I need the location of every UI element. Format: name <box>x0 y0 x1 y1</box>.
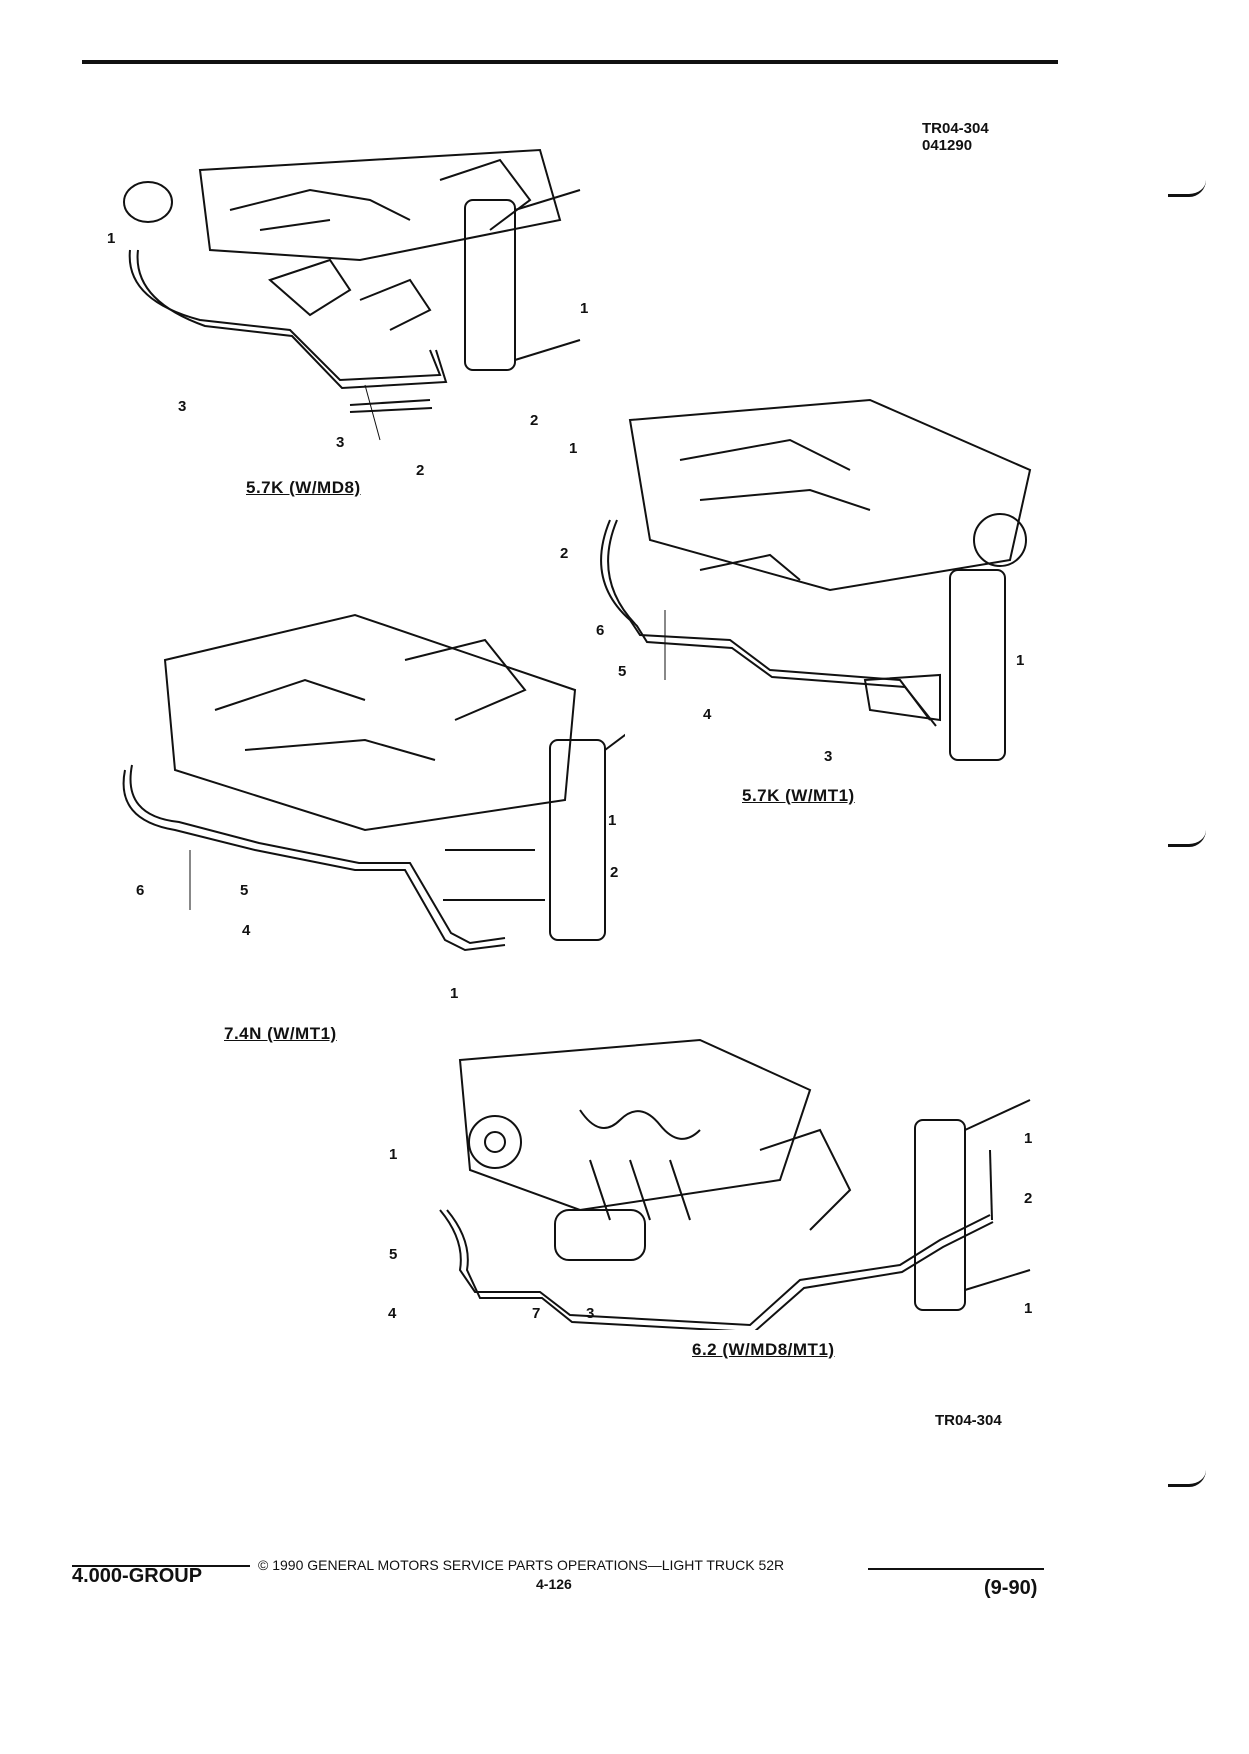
figure-5-7k-md8 <box>110 140 590 480</box>
callout-6: 6 <box>136 882 145 899</box>
callout-5: 5 <box>240 882 249 899</box>
callout-1: 1 <box>1016 652 1025 669</box>
callout-6: 6 <box>596 622 605 639</box>
callout-5: 5 <box>389 1246 398 1263</box>
callout-1: 1 <box>1024 1130 1033 1147</box>
figure-7-4n-mt1 <box>105 600 646 970</box>
figure-date-code: 041290 <box>922 137 973 154</box>
callout-1: 1 <box>107 230 116 247</box>
callout-4: 4 <box>388 1305 397 1322</box>
callout-7: 7 <box>532 1305 541 1322</box>
figure-caption: 6.2 (W/MD8/MT1) <box>692 1340 835 1359</box>
callout-1: 1 <box>1024 1300 1033 1317</box>
callout-3: 3 <box>178 398 187 415</box>
engine-illustration-2 <box>600 398 1032 761</box>
callout-2: 2 <box>530 412 539 429</box>
footer-group: 4.000-GROUP <box>72 1565 203 1587</box>
footer-rule-left <box>72 1565 250 1567</box>
binder-hole-mark <box>1168 180 1206 197</box>
callout-2: 2 <box>416 462 425 479</box>
callout-3: 3 <box>336 434 345 451</box>
binder-hole-mark <box>1168 830 1206 847</box>
bottom-figure-code: TR04-304 <box>935 1412 1002 1429</box>
callout-2: 2 <box>610 864 619 881</box>
figure-caption: 5.7K (W/MD8) <box>246 478 361 497</box>
callout-4: 4 <box>242 922 251 939</box>
figure-caption: 5.7K (W/MT1) <box>742 786 855 805</box>
figure-6-2-md8-mt1 <box>380 1030 1040 1334</box>
callout-2: 2 <box>1024 1190 1033 1207</box>
callout-5: 5 <box>618 663 627 680</box>
callout-1: 1 <box>580 300 589 317</box>
figure-caption: 7.4N (W/MT1) <box>224 1024 337 1043</box>
callout-1: 1 <box>450 985 459 1002</box>
callout-1: 1 <box>608 812 617 829</box>
engine-illustration-4 <box>439 1038 1031 1334</box>
callout-3: 3 <box>586 1305 595 1322</box>
footer-page-number: 4-126 <box>536 1576 572 1592</box>
binder-hole-mark <box>1168 1470 1206 1487</box>
figure-code: TR04-304 <box>922 120 989 137</box>
callout-2: 2 <box>560 545 569 562</box>
callout-1: 1 <box>389 1146 398 1163</box>
top-rule <box>82 60 1058 64</box>
footer-rule-right <box>868 1568 1044 1570</box>
footer-date: (9-90) <box>984 1577 1038 1599</box>
callout-1: 1 <box>569 440 578 457</box>
engine-illustration-3 <box>122 613 646 952</box>
callout-3: 3 <box>824 748 833 765</box>
footer-copyright: © 1990 GENERAL MOTORS SERVICE PARTS OPER… <box>258 1557 785 1573</box>
figure-5-7k-mt1 <box>570 380 1050 770</box>
engine-illustration-1 <box>123 148 581 441</box>
callout-4: 4 <box>703 706 712 723</box>
